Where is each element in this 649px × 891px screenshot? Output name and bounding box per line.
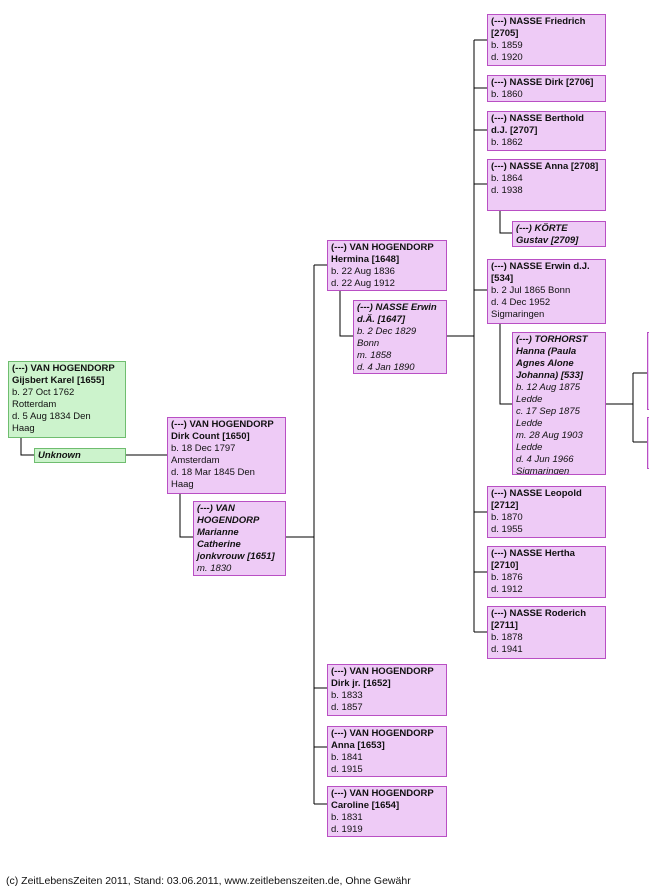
- person-detail: b. 1833: [331, 690, 363, 701]
- person-name: (---) VAN HOGENDORP Anna [1653]: [331, 728, 434, 751]
- line-534-spouse: [499, 324, 512, 405]
- person-detail: Ledde: [516, 442, 543, 453]
- person-box-2709[interactable]: (---) KÖRTE Gustav [2709]: [512, 221, 606, 247]
- person-detail: b. 1870: [491, 512, 523, 523]
- person-detail: b. 1859: [491, 40, 523, 51]
- person-name: (---) NASSE Leopold [2712]: [491, 488, 582, 511]
- person-detail: Haag: [171, 479, 194, 490]
- line-root-spouse: [20, 438, 34, 456]
- person-name: (---) VAN HOGENDORP Dirk Count [1650]: [171, 419, 274, 442]
- person-detail: b. 1841: [331, 752, 363, 763]
- person-box-533[interactable]: (---) TORHORST Hanna (Paula Agnes Alone …: [512, 332, 606, 475]
- person-name: (---) TORHORST Hanna (Paula Agnes Alone …: [516, 334, 588, 381]
- person-detail: Bonn: [357, 338, 380, 349]
- person-detail: b. 18 Dec 1797: [171, 443, 236, 454]
- person-detail: c. 17 Sep 1875: [516, 406, 580, 417]
- footer-copyright: (c) ZeitLebensZeiten 2011, Stand: 03.06.…: [6, 875, 411, 887]
- person-detail: b. 12 Aug 1875: [516, 382, 581, 393]
- person-name: (---) VAN HOGENDORP Hermina [1648]: [331, 242, 434, 265]
- person-detail: Sigmaringen: [516, 466, 570, 475]
- person-detail: m. 1858: [357, 350, 392, 361]
- person-detail: Rotterdam: [12, 399, 57, 410]
- person-box-1655[interactable]: (---) VAN HOGENDORP Gijsbert Karel [1655…: [8, 361, 126, 438]
- person-detail: b. 22 Aug 1836: [331, 266, 395, 277]
- person-detail: Amsterdam: [171, 455, 220, 466]
- person-detail: d. 1919: [331, 824, 363, 835]
- person-detail: d. 1920: [491, 52, 523, 63]
- person-box-1652[interactable]: (---) VAN HOGENDORP Dirk jr. [1652]b. 18…: [327, 664, 447, 716]
- person-detail: d. 1915: [331, 764, 363, 775]
- person-detail: b. 1864: [491, 173, 523, 184]
- person-box-cut-off[interactable]: [647, 332, 649, 410]
- line-1650-spouse: [179, 494, 193, 538]
- person-name: (---) NASSE Friedrich [2705]: [491, 16, 586, 39]
- person-name: (---) NASSE Roderich [2711]: [491, 608, 586, 631]
- person-box-2706[interactable]: (---) NASSE Dirk [2706]b. 1860: [487, 75, 606, 102]
- person-detail: d. 1912: [491, 584, 523, 595]
- person-box-1651[interactable]: (---) VAN HOGENDORP Marianne Catherine j…: [193, 501, 286, 576]
- person-detail: Ledde: [516, 418, 543, 429]
- person-detail: b. 2 Dec 1829: [357, 326, 417, 337]
- person-detail: d. 1955: [491, 524, 523, 535]
- line-2708-spouse: [499, 211, 512, 234]
- person-name: (---) NASSE Anna [2708]: [491, 161, 599, 172]
- person-box-cut-off[interactable]: [647, 417, 649, 469]
- person-name: (---) VAN HOGENDORP Gijsbert Karel [1655…: [12, 363, 115, 386]
- person-detail: b. 1862: [491, 137, 523, 148]
- person-box-534[interactable]: (---) NASSE Erwin d.J. [534]b. 2 Jul 186…: [487, 259, 606, 324]
- person-name: (---) VAN HOGENDORP Marianne Catherine j…: [197, 503, 275, 562]
- person-name: (---) NASSE Hertha [2710]: [491, 548, 575, 571]
- person-box-1647[interactable]: (---) NASSE Erwin d.Ä. [1647]b. 2 Dec 18…: [353, 300, 447, 374]
- person-box-unknown[interactable]: Unknown: [34, 448, 126, 463]
- person-detail: Ledde: [516, 394, 543, 405]
- person-box-2707[interactable]: (---) NASSE Berthold d.J. [2707]b. 1862: [487, 111, 606, 151]
- person-detail: d. 1857: [331, 702, 363, 713]
- person-detail: d. 1941: [491, 644, 523, 655]
- person-detail: d. 1938: [491, 185, 523, 196]
- person-detail: m. 28 Aug 1903: [516, 430, 583, 441]
- person-name: (---) NASSE Berthold d.J. [2707]: [491, 113, 584, 136]
- person-name: Unknown: [38, 450, 81, 461]
- person-detail: b. 1860: [491, 89, 523, 100]
- person-detail: b. 1831: [331, 812, 363, 823]
- person-box-1654[interactable]: (---) VAN HOGENDORP Caroline [1654]b. 18…: [327, 786, 447, 837]
- person-name: (---) NASSE Erwin d.J. [534]: [491, 261, 590, 284]
- person-name: (---) VAN HOGENDORP Dirk jr. [1652]: [331, 666, 434, 689]
- person-detail: b. 2 Jul 1865 Bonn: [491, 285, 571, 296]
- person-box-1648[interactable]: (---) VAN HOGENDORP Hermina [1648]b. 22 …: [327, 240, 447, 291]
- person-detail: Sigmaringen: [491, 309, 545, 320]
- person-detail: d. 5 Aug 1834 Den: [12, 411, 91, 422]
- person-detail: m. 1830: [197, 563, 232, 574]
- person-detail: d. 4 Dec 1952: [491, 297, 551, 308]
- person-name: (---) VAN HOGENDORP Caroline [1654]: [331, 788, 434, 811]
- person-detail: d. 4 Jun 1966: [516, 454, 574, 465]
- person-box-1650[interactable]: (---) VAN HOGENDORP Dirk Count [1650]b. …: [167, 417, 286, 494]
- person-detail: b. 27 Oct 1762: [12, 387, 75, 398]
- person-detail: b. 1878: [491, 632, 523, 643]
- person-detail: d. 18 Mar 1845 Den: [171, 467, 255, 478]
- person-detail: d. 4 Jan 1890: [357, 362, 415, 373]
- person-name: (---) NASSE Dirk [2706]: [491, 77, 594, 88]
- person-name: (---) KÖRTE Gustav [2709]: [516, 223, 579, 246]
- person-detail: Haag: [12, 423, 35, 434]
- person-name: (---) NASSE Erwin d.Ä. [1647]: [357, 302, 437, 325]
- line-1648-spouse: [339, 291, 353, 337]
- person-detail: b. 1876: [491, 572, 523, 583]
- person-detail: d. 22 Aug 1912: [331, 278, 395, 289]
